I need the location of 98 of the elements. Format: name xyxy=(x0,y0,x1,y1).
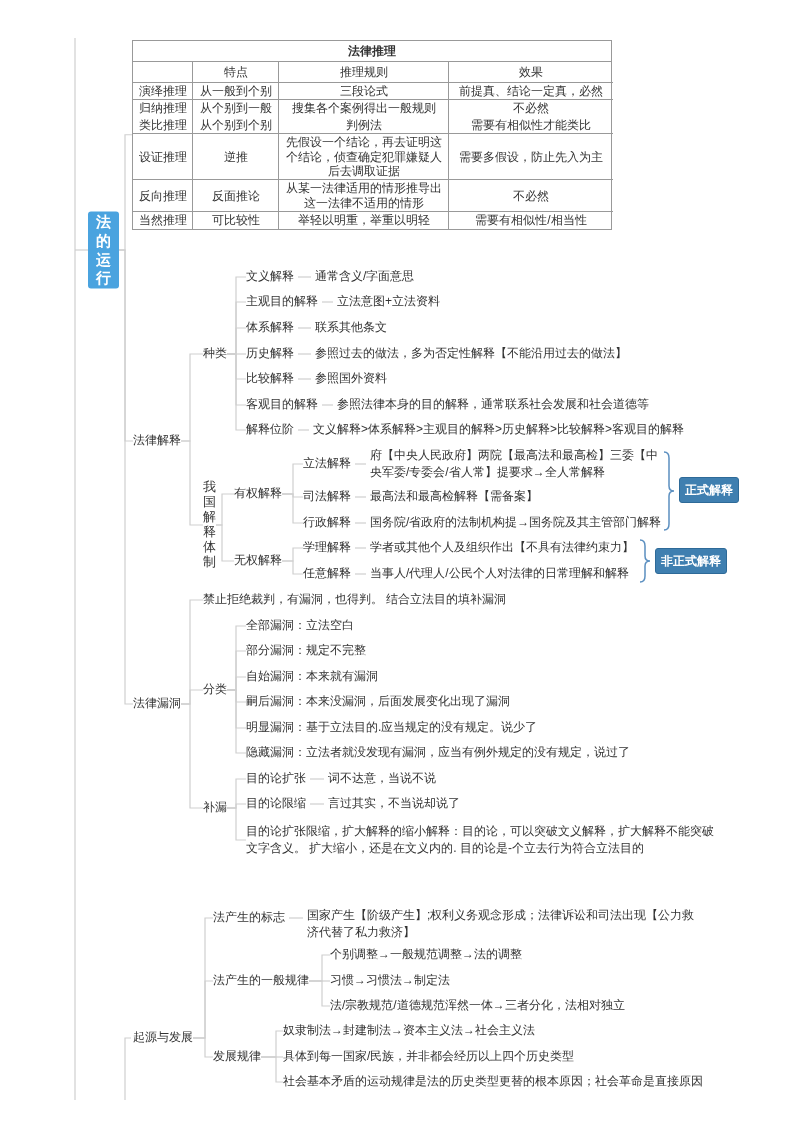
topic-label: 无权解释 xyxy=(234,552,282,570)
topic-label: 目的论扩张限缩，扩大解释的缩小解释：目的论，可以突破文义解释，扩大解释不能突破文字含义。 扩大缩小，还是在文义内的. 目的论是-个立去行为符合立法目的 xyxy=(246,822,715,857)
topic-label: 通常含义/字面意思 xyxy=(315,268,415,286)
topic-label: 学理解释 xyxy=(303,539,351,557)
table-cell: 归纳推理 xyxy=(133,100,193,117)
topic-label: 个别调整→一般规范调整→法的调整 xyxy=(330,946,522,964)
connector-line xyxy=(226,807,247,841)
table-cell: 当然推理 xyxy=(133,212,193,229)
topic-label: 解释位阶 xyxy=(246,421,294,439)
table-cell-text: 不必然 xyxy=(512,100,550,117)
table-cell: 需要有相似性才能类比 xyxy=(449,116,613,135)
connector-line xyxy=(226,689,247,754)
topic-label: 国务院/省政府的法制机构提→国务院及其主管部门解释 xyxy=(370,514,662,532)
table-cell: 类比推理 xyxy=(133,116,193,135)
topic-label: 联系其他条文 xyxy=(315,319,387,337)
topic-label: 全部漏洞：立法空白 xyxy=(246,617,354,635)
table-cell: 从个别到一般 xyxy=(193,100,279,117)
topic-label: 客观目的解释 xyxy=(246,396,318,414)
topic-label: 参照过去的做法，多为否定性解释【不能沿用过去的做法】 xyxy=(315,345,627,363)
topic-label: 参照法律本身的目的解释，通常联系社会发展和社会道德等 xyxy=(337,396,649,414)
topic-label: 部分漏洞：规定不完整 xyxy=(246,642,366,660)
topic-label: 历史解释 xyxy=(246,345,294,363)
table-cell: 判例法 xyxy=(279,116,449,135)
connector-line xyxy=(226,353,247,431)
table-cell-text: 需要有相似性/相当性 xyxy=(474,212,588,229)
topic-label: 禁止拒绝裁判，有漏洞，也得判。 结合立法目的填补漏洞 xyxy=(203,591,507,609)
topic-label: 言过其实，不当说却说了 xyxy=(328,795,460,813)
topic-label: 立法意图+立法资料 xyxy=(337,293,440,311)
topic-label: 当事人/代理人/公民个人对法律的日常理解和解释 xyxy=(370,565,629,583)
topic-label: 目的论限缩 xyxy=(246,795,306,813)
topic-label: 社会基本矛盾的运动规律是法的历史类型更替的根本原因；社会革命是直接原因 xyxy=(283,1073,703,1091)
topic-label: 具体到每一国家/民族，并非都会经历以上四个历史类型 xyxy=(283,1048,575,1066)
table-cell: 逆推 xyxy=(193,134,279,181)
topic-label: 词不达意，当说不说 xyxy=(328,770,436,788)
tag-box: 非正式解释 xyxy=(655,548,727,574)
connector-line xyxy=(260,1056,284,1083)
connector-line xyxy=(192,1037,214,1058)
connector-line xyxy=(281,493,304,524)
topic-label: 行政解释 xyxy=(303,514,351,532)
table-cell: 从某一法律适用的情形推导出这一法律不适用的情形 xyxy=(279,180,449,213)
topic-label: 任意解释 xyxy=(303,565,351,583)
topic-label: 明显漏洞：基于立法目的.应当规定的没有规定。说少了 xyxy=(246,719,538,737)
topic-label: 发展规律 xyxy=(213,1048,261,1066)
topic-label: 我国解释体制 xyxy=(203,480,216,570)
topic-label: 法律解释 xyxy=(133,432,181,450)
table-cell: 可比较性 xyxy=(193,212,279,229)
table-cell: 反面推论 xyxy=(193,180,279,213)
topic-label: 法产生的标志 xyxy=(213,909,285,927)
topic-label: 府【中央人民政府】两院【最高法和最高检】三委【中央军委/专委会/省人常】提要求→全人常解释 xyxy=(370,446,659,481)
topic-label: 习惯→习惯法→制定法 xyxy=(330,972,450,990)
table-cell: 从个别到个别 xyxy=(193,116,279,135)
table-cell: 先假设一个结论，再去证明这个结论，侦查确定犯罪嫌疑人后去调取证据 xyxy=(279,134,449,181)
table-cell: 三段论式 xyxy=(279,83,449,101)
table-cell: 从一般到个别 xyxy=(193,83,279,101)
topic-label: 文义解释>体系解释>主观目的解释>历史解释>比较解释>客观目的解释 xyxy=(313,421,685,439)
topic-label: 法律漏洞 xyxy=(133,695,181,713)
table-cell: 反向推理 xyxy=(133,180,193,213)
topic-label: 种类 xyxy=(203,345,227,363)
topic-label: 学者或其他个人及组织作出【不具有法律约束力】 xyxy=(370,539,634,557)
topic-label: 比较解释 xyxy=(246,370,294,388)
topic-label: 国家产生【阶级产生】;权利义务观念形成；法律诉讼和司法出现【公力救济代替了私力救济】 xyxy=(307,906,696,941)
topic-label: 法/宗教规范/道德规范浑然一体→三者分化，法相对独立 xyxy=(330,997,625,1015)
topic-label: 隐藏漏洞：立法者就没发现有漏洞，应当有例外规定的没有规定，说过了 xyxy=(246,744,630,762)
table-title: 法律推理 xyxy=(133,41,611,62)
connector-line xyxy=(118,249,134,705)
topic-label: 奴隶制法→封建制法→资本主义法→社会主义法 xyxy=(283,1022,535,1040)
topic-label: 最高法和最高检解释【需备案】 xyxy=(370,488,538,506)
topic-label: 自始漏洞：本来就有漏洞 xyxy=(246,668,378,686)
table-header: 推理规则 xyxy=(279,62,449,83)
table-cell: 需要多假设，防止先入为主 xyxy=(449,134,613,181)
tag-box: 正式解释 xyxy=(679,477,739,503)
topic-label: 嗣后漏洞：本来没漏洞，后面发展变化出现了漏洞 xyxy=(246,693,510,711)
topic-label: 目的论扩张 xyxy=(246,770,306,788)
topic-label: 分类 xyxy=(203,681,227,699)
topic-label: 起源与发展 xyxy=(133,1029,193,1047)
topic-label: 司法解释 xyxy=(303,488,351,506)
table-header: 特点 xyxy=(193,62,279,83)
connector-line xyxy=(281,560,304,575)
table-cell: 搜集各个案例得出一般规则 xyxy=(279,100,449,117)
topic-label: 有权解释 xyxy=(234,485,282,503)
connector-line xyxy=(180,440,204,526)
table-cell: 演绎推理 xyxy=(133,83,193,101)
table-cell: 前提真、结论一定真，必然 xyxy=(449,83,613,101)
table-cell: 设证推理 xyxy=(133,134,193,181)
connector-line xyxy=(180,703,204,809)
topic-label: 体系解释 xyxy=(246,319,294,337)
connector-line xyxy=(308,980,331,1007)
topic-box: 法的运行 xyxy=(88,211,119,289)
topic-label: 法产生的一般规律 xyxy=(213,972,309,990)
table-cell: 举轻以明重，举重以明轻 xyxy=(279,212,449,229)
topic-label: 参照国外资料 xyxy=(315,370,387,388)
table-cell: 不必然 xyxy=(449,180,613,213)
connector-line xyxy=(215,524,235,562)
topic-label: 文义解释 xyxy=(246,268,294,286)
table-header: 效果 xyxy=(449,62,613,83)
topic-label: 补漏 xyxy=(203,799,227,817)
topic-label: 主观目的解释 xyxy=(246,293,318,311)
topic-label: 立法解释 xyxy=(303,455,351,473)
